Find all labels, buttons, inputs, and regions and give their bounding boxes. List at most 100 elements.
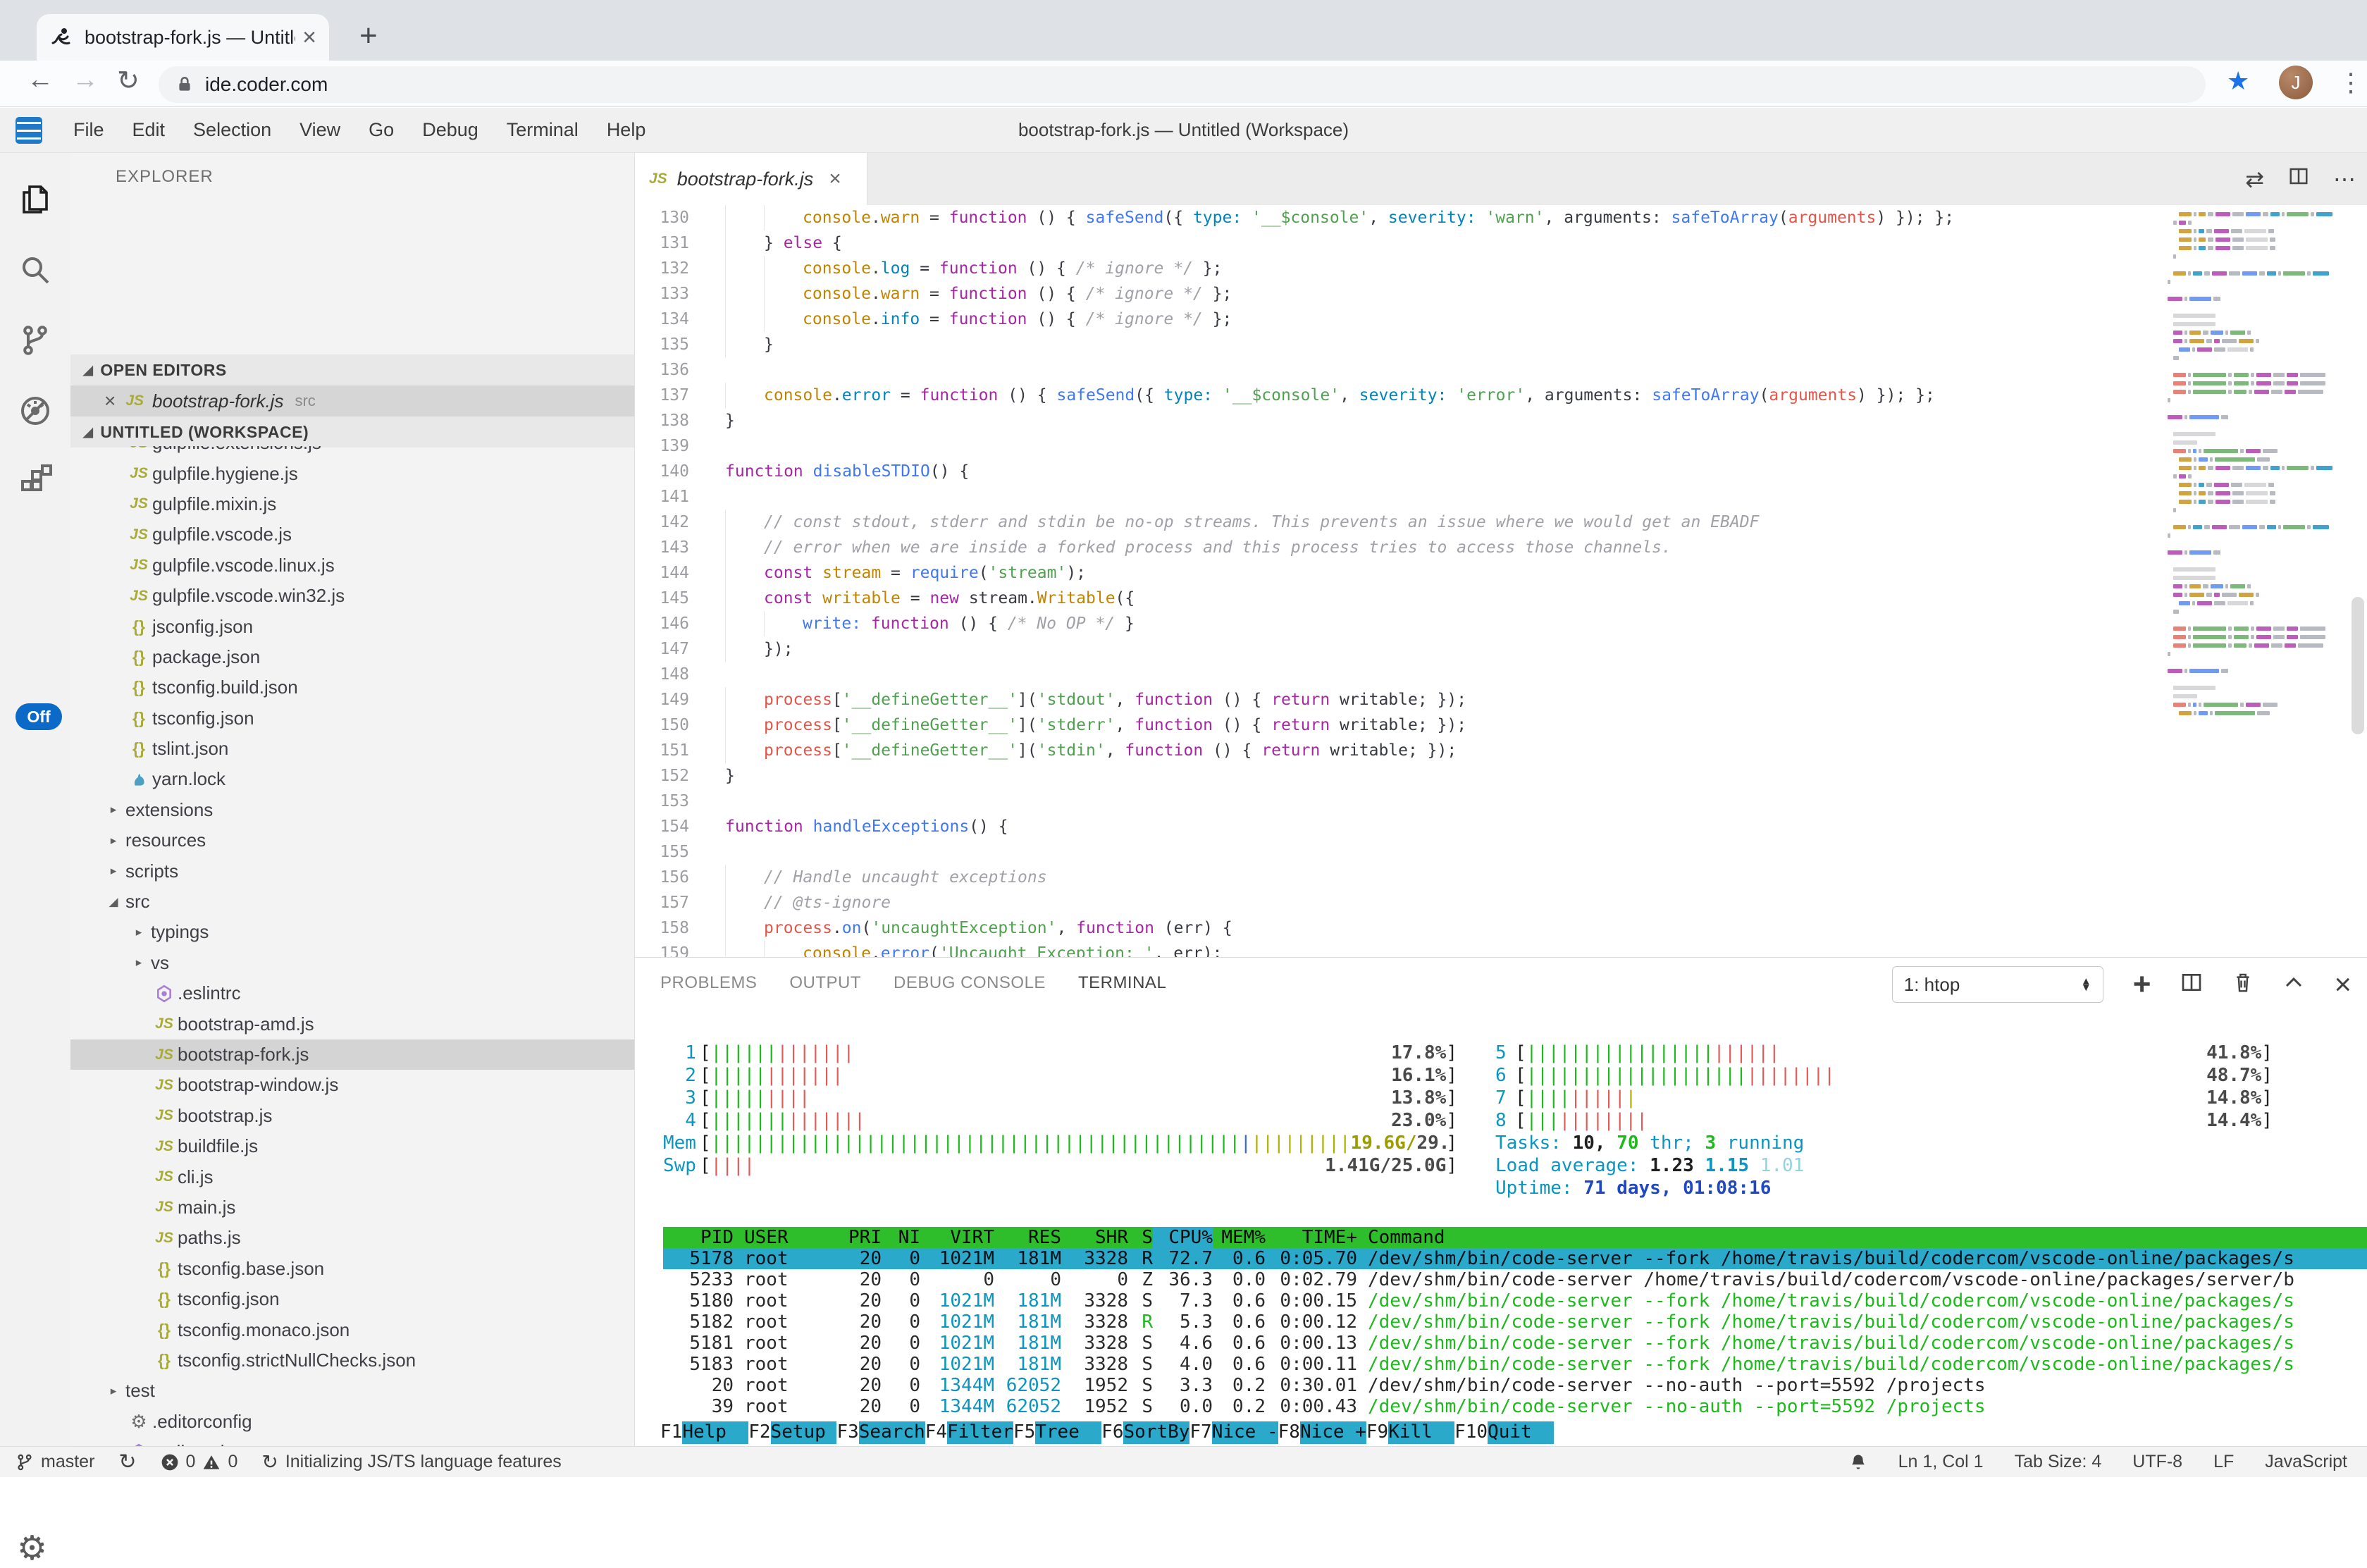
column-header-mem[interactable]: MEM% bbox=[1221, 1227, 1266, 1248]
tree-item--editorconfig[interactable]: ⚙.editorconfig bbox=[70, 1407, 634, 1437]
column-header-shr[interactable]: SHR bbox=[1095, 1227, 1128, 1248]
column-header-cpu[interactable]: CPU% bbox=[1153, 1227, 1213, 1248]
column-header-s[interactable]: S bbox=[1142, 1227, 1153, 1248]
terminal[interactable]: 1 [|||||||||||||17.8%] 2 [||||||||||||16… bbox=[635, 958, 2367, 1446]
tab-close-icon[interactable]: × bbox=[829, 167, 841, 190]
menu-item-view[interactable]: View bbox=[299, 119, 341, 140]
tree-item-tsconfig-json[interactable]: {}tsconfig.json bbox=[70, 703, 634, 734]
address-bar[interactable]: ide.coder.com bbox=[159, 66, 2206, 103]
close-icon[interactable]: × bbox=[104, 390, 116, 412]
menu-item-selection[interactable]: Selection bbox=[193, 119, 272, 140]
status-lf[interactable]: LF bbox=[2213, 1452, 2235, 1471]
browser-menu-icon[interactable]: ⋮ bbox=[2338, 68, 2363, 97]
switch-editor-icon[interactable]: ⇄ bbox=[2245, 166, 2264, 192]
bookmark-star-icon[interactable]: ★ bbox=[2227, 66, 2250, 95]
new-tab-button[interactable]: + bbox=[359, 18, 378, 53]
column-header-user[interactable]: USER bbox=[744, 1227, 789, 1248]
tree-item-tsconfig-json[interactable]: {}tsconfig.json bbox=[70, 1284, 634, 1314]
tab-close-icon[interactable]: × bbox=[302, 24, 316, 51]
fkey-f5[interactable]: F5 bbox=[1013, 1421, 1036, 1443]
forward-icon[interactable]: → bbox=[72, 65, 99, 94]
tree-item-scripts[interactable]: ▸scripts bbox=[70, 856, 634, 886]
problems-indicator[interactable]: 0 0 bbox=[161, 1452, 237, 1472]
tree-item-tsconfig-base-json[interactable]: {}tsconfig.base.json bbox=[70, 1254, 634, 1284]
column-header-pri[interactable]: PRI bbox=[848, 1227, 882, 1248]
editor-scrollbar[interactable] bbox=[2351, 597, 2364, 734]
open-editor-item[interactable]: × JS bootstrap-fork.js src bbox=[70, 385, 634, 416]
workspace-header[interactable]: ◢ UNTITLED (WORKSPACE) bbox=[70, 416, 634, 447]
minimap[interactable] bbox=[2168, 212, 2340, 952]
settings-gear-icon[interactable]: ⚙ bbox=[17, 1530, 48, 1567]
panel-tab-problems[interactable]: PROBLEMS bbox=[660, 973, 758, 992]
avatar[interactable]: J bbox=[2279, 66, 2313, 99]
panel-tab-output[interactable]: OUTPUT bbox=[789, 973, 862, 992]
bell-icon[interactable] bbox=[1849, 1453, 1867, 1471]
sync-button[interactable]: ↻ bbox=[118, 1450, 137, 1474]
tree-item-tsconfig-build-json[interactable]: {}tsconfig.build.json bbox=[70, 672, 634, 703]
status-tab-size-4[interactable]: Tab Size: 4 bbox=[2014, 1452, 2102, 1471]
fkey-f2[interactable]: F2 bbox=[748, 1421, 771, 1443]
back-icon[interactable]: ← bbox=[27, 65, 54, 94]
editor-tab[interactable]: JS bootstrap-fork.js × bbox=[635, 153, 867, 205]
status-utf-8[interactable]: UTF-8 bbox=[2132, 1452, 2183, 1471]
panel-tab-terminal[interactable]: TERMINAL bbox=[1077, 973, 1167, 992]
terminal-selector[interactable]: 1: htop ▲▼ bbox=[1891, 966, 2103, 1003]
tree-item-tsconfig-strictnullchecks-json[interactable]: {}tsconfig.strictNullChecks.json bbox=[70, 1345, 634, 1376]
editor-more-actions-icon[interactable]: ⋯ bbox=[2333, 166, 2356, 192]
tree-item--eslintrc[interactable]: .eslintrc bbox=[70, 978, 634, 1008]
split-terminal-icon[interactable] bbox=[2180, 971, 2203, 998]
panel-tab-debug-console[interactable]: DEBUG CONSOLE bbox=[894, 973, 1046, 992]
explorer-icon[interactable] bbox=[18, 183, 52, 216]
fkey-f10[interactable]: F10 bbox=[1454, 1421, 1488, 1443]
column-header-virt[interactable]: VIRT bbox=[950, 1227, 994, 1248]
extensions-icon[interactable] bbox=[18, 464, 52, 498]
maximize-panel-icon[interactable] bbox=[2283, 972, 2304, 997]
fkey-f6[interactable]: F6 bbox=[1101, 1421, 1124, 1443]
column-header-time[interactable]: TIME+ bbox=[1302, 1227, 1357, 1248]
tree-item-test[interactable]: ▸test bbox=[70, 1376, 634, 1406]
reload-icon[interactable]: ↻ bbox=[117, 66, 140, 96]
column-header-res[interactable]: RES bbox=[1028, 1227, 1061, 1248]
column-header-command[interactable]: Command bbox=[1368, 1227, 1445, 1248]
menu-item-terminal[interactable]: Terminal bbox=[506, 119, 579, 140]
fkey-f7[interactable]: F7 bbox=[1189, 1421, 1212, 1443]
menu-item-help[interactable]: Help bbox=[606, 119, 646, 140]
tree-item--eslintrc-json[interactable]: .eslintrc.json bbox=[70, 1437, 634, 1446]
tree-item-tslint-json[interactable]: {}tslint.json bbox=[70, 734, 634, 764]
branch-indicator[interactable]: master bbox=[16, 1452, 94, 1472]
search-icon[interactable] bbox=[18, 253, 52, 287]
browser-tab[interactable]: bootstrap-fork.js — Untitled (V × bbox=[37, 14, 329, 61]
fkey-f4[interactable]: F4 bbox=[925, 1421, 948, 1443]
off-badge[interactable]: Off bbox=[16, 703, 62, 730]
kill-terminal-icon[interactable] bbox=[2232, 971, 2254, 998]
tree-item-vs[interactable]: ▸vs bbox=[70, 948, 634, 978]
menu-item-debug[interactable]: Debug bbox=[422, 119, 478, 140]
open-editors-header[interactable]: ◢ OPEN EDITORS bbox=[70, 354, 634, 385]
tree-item-extensions[interactable]: ▸extensions bbox=[70, 795, 634, 825]
column-header-pid[interactable]: PID bbox=[700, 1227, 734, 1248]
tree-item-tsconfig-monaco-json[interactable]: {}tsconfig.monaco.json bbox=[70, 1314, 634, 1345]
source-control-icon[interactable] bbox=[18, 323, 52, 357]
menu-item-go[interactable]: Go bbox=[369, 119, 395, 140]
menu-item-edit[interactable]: Edit bbox=[132, 119, 166, 140]
status-ln-1-col-1[interactable]: Ln 1, Col 1 bbox=[1898, 1452, 1984, 1471]
tree-item-jsconfig-json[interactable]: {}jsconfig.json bbox=[70, 611, 634, 641]
